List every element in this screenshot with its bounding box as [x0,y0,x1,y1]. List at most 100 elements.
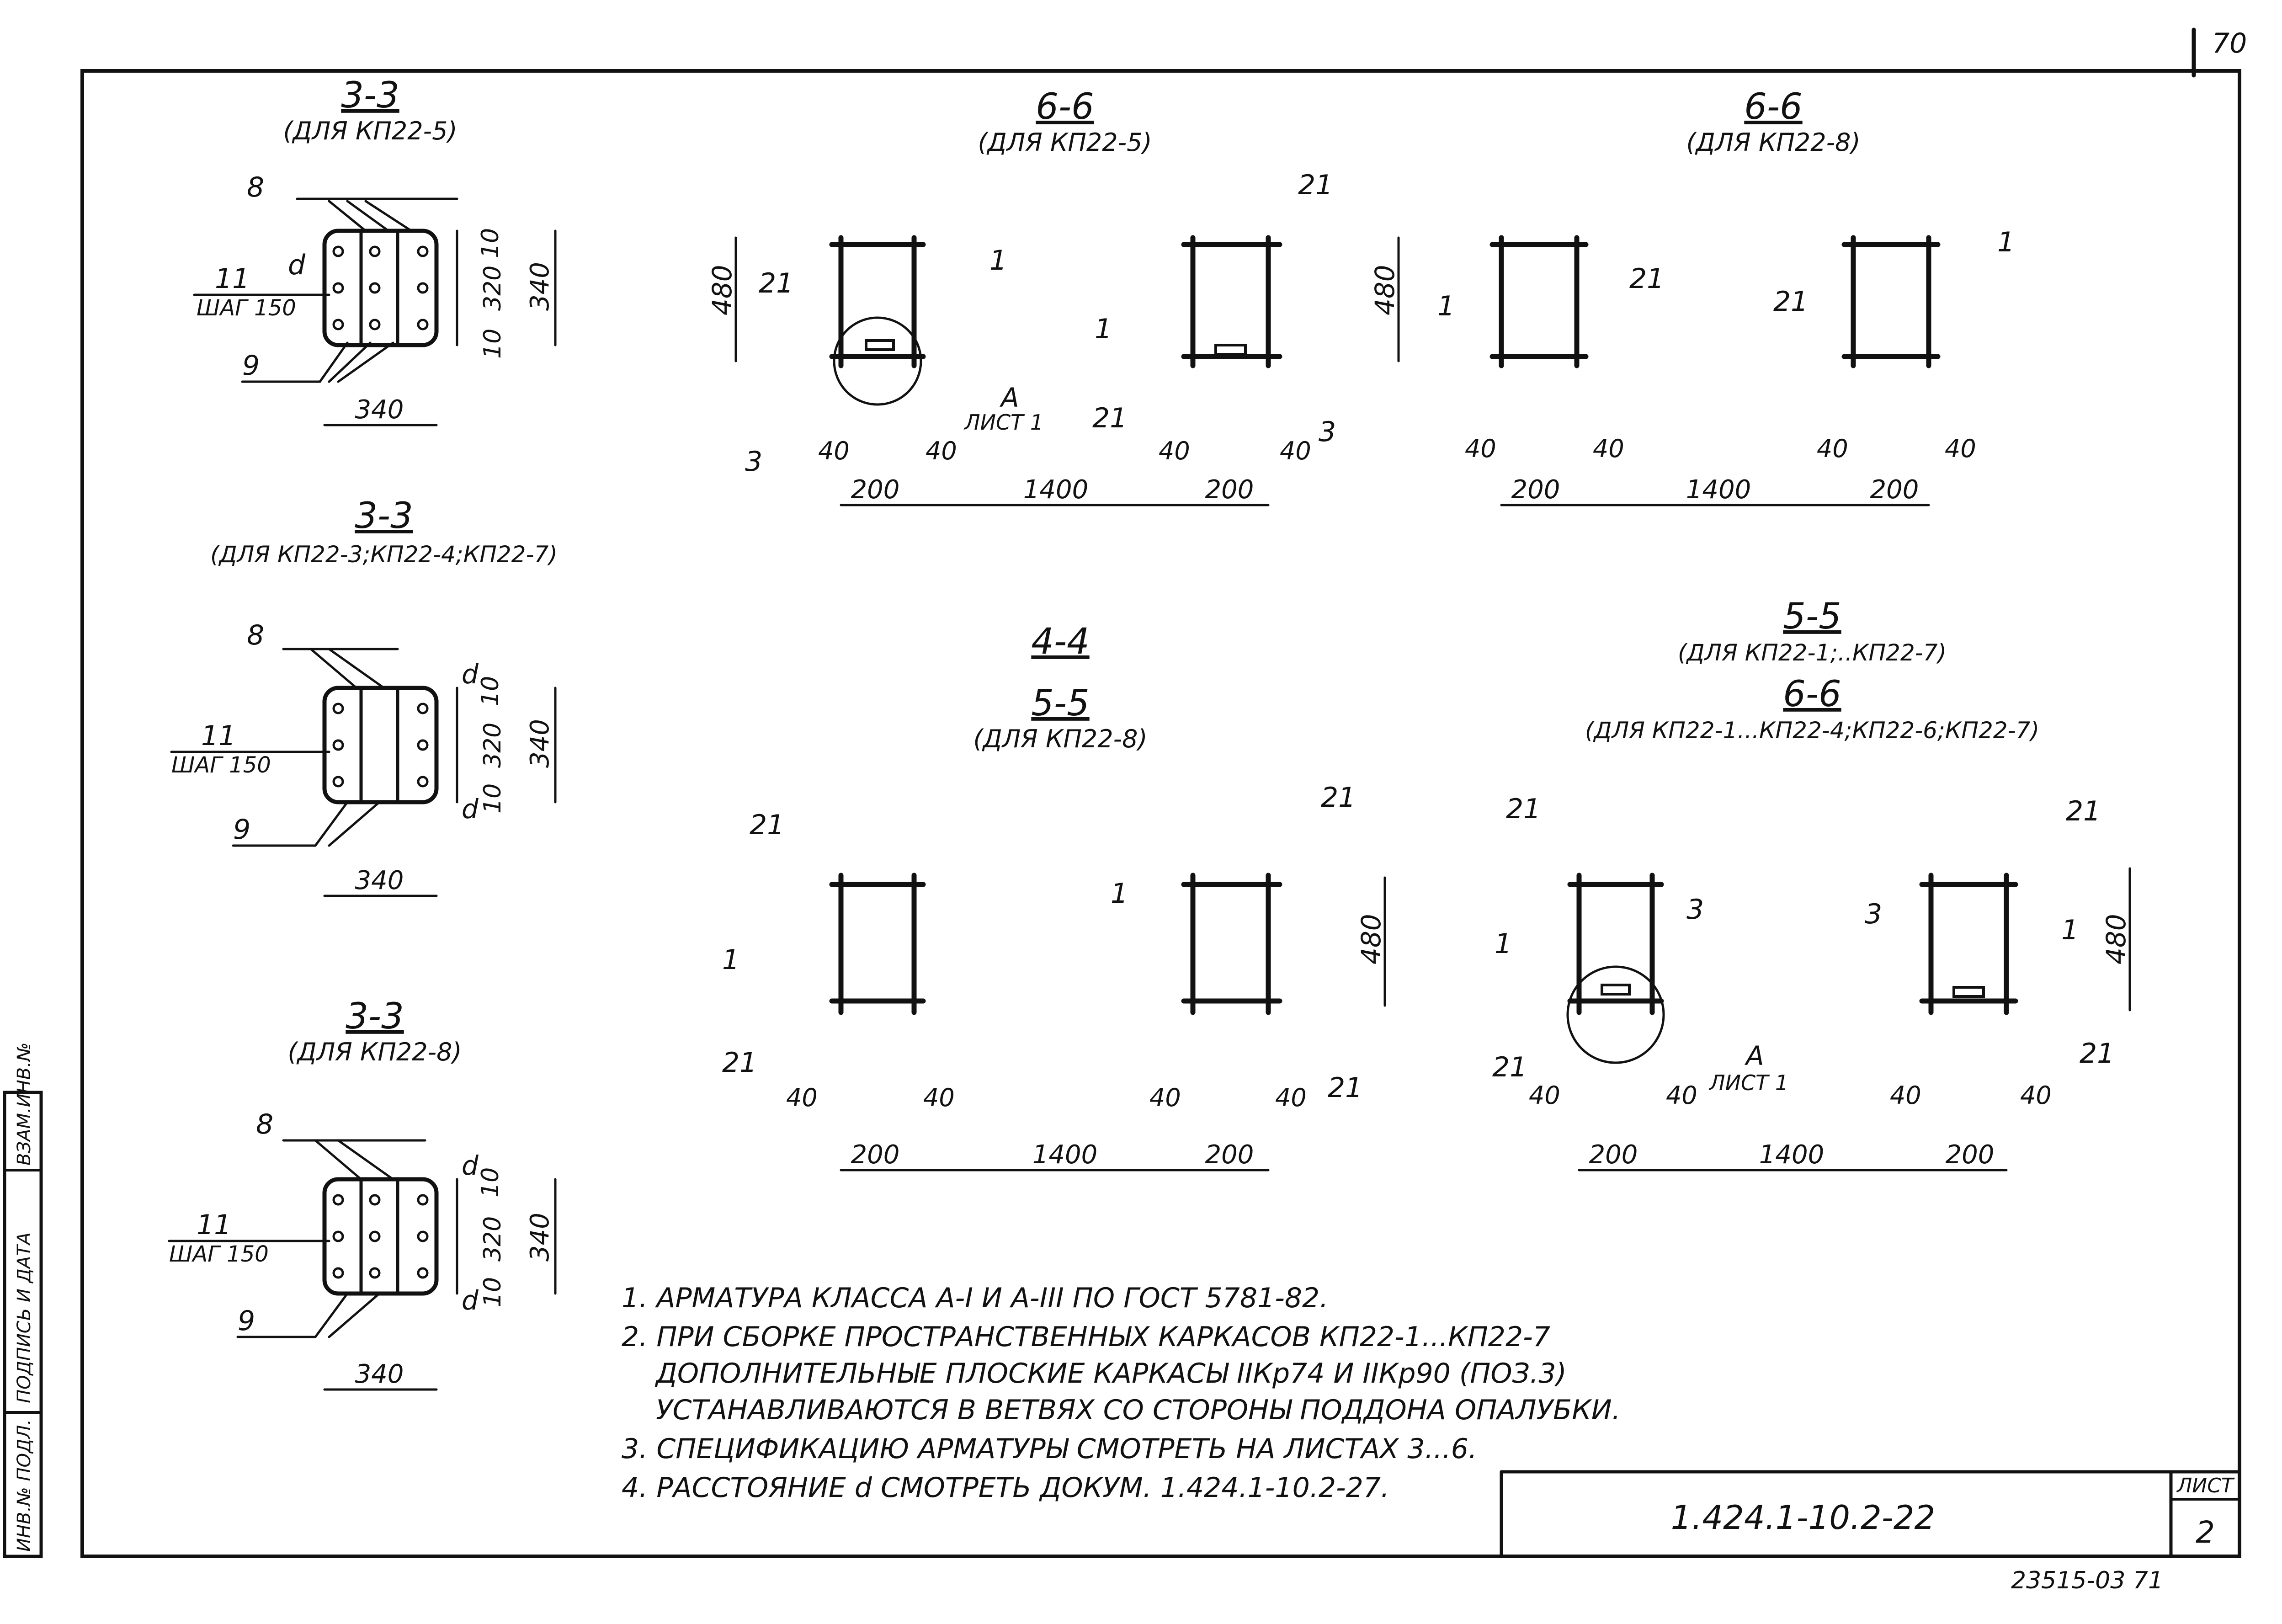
note-2: 2. ПРИ СБОРКЕ ПРОСТРАНСТВЕННЫХ КАРКАСОВ … [622,1321,1550,1353]
callout-11: 11 [201,720,236,752]
dim-320: 320 [479,1216,506,1262]
section-6-6-kp22-8: 6-6 (ДЛЯ КП22-8) 480 200 1400 200 40 40 … [1369,86,2015,506]
dim-40: 40 [818,437,850,465]
dim-200: 200 [1870,475,1919,505]
callout-9: 9 [238,1305,255,1337]
step-label: ШАГ 150 [169,1241,269,1267]
callout-21: 21 [759,267,793,299]
dim-40: 40 [2020,1081,2052,1110]
side-stamp: ИНВ.№ ПОДЛ. ПОДПИСЬ И ДАТА ВЗАМ.ИНВ.№ [3,1043,43,1558]
callout-21: 21 [1092,402,1127,434]
callout-1: 1 [1111,878,1128,910]
bottom-code: 23515-03 71 [2011,1567,2163,1594]
callout-8: 8 [247,171,264,203]
dim-40: 40 [1275,1083,1307,1112]
distance-d: d [462,1150,479,1181]
callout-21: 21 [1492,1051,1527,1083]
distance-d: d [288,249,306,281]
dim-10: 10 [479,1277,506,1307]
sheet-frame [80,69,2241,1558]
dim-200: 200 [851,475,900,505]
note-2-cont-2: УСТАНАВЛИВАЮТСЯ В ВЕТВЯХ СО СТОРОНЫ ПОДД… [656,1394,1621,1426]
dim-320: 320 [479,723,506,768]
dim-40: 40 [1149,1083,1181,1112]
callout-a: А [999,382,1019,413]
callout-21: 21 [1629,263,1664,295]
distance-d: d [462,1285,479,1316]
callout-1: 1 [1437,290,1455,322]
dim-10: 10 [477,228,504,258]
section-3-3-kp22-8: 3-3 (ДЛЯ КП22-8) 8 11 ШАГ 150 9 340 10 3… [168,996,557,1391]
dim-200: 200 [1205,475,1254,505]
dim-40: 40 [1890,1081,1921,1110]
stamp-replaced-inv: ВЗАМ.ИНВ.№ [14,1043,35,1166]
dim-340: 340 [525,719,555,768]
dim-40: 40 [926,437,957,465]
dim-40: 40 [1817,434,1848,463]
dim-480: 480 [1369,265,1400,315]
callout-21: 21 [1321,782,1356,814]
dim-10: 10 [479,329,506,359]
callout-1: 1 [1997,226,2015,258]
section-subtitle: (ДЛЯ КП22-5) [978,128,1152,157]
dim-200: 200 [1205,1140,1254,1170]
callout-sheet: ЛИСТ 1 [1708,1070,1788,1095]
callout-1: 1 [1095,313,1112,345]
dim-40: 40 [1945,434,1976,463]
section-title: 3-3 [346,996,404,1037]
callout-21: 21 [1506,793,1541,825]
section-title: 3-3 [355,495,413,537]
sheet-label: ЛИСТ [2176,1474,2235,1497]
dim-340: 340 [355,1359,404,1389]
callout-21: 21 [750,809,784,841]
dim-40: 40 [786,1083,818,1112]
section-6-6-kp22-5: 6-6 (ДЛЯ КП22-5) 480 200 1400 200 40 40 … [707,86,1336,506]
step-label: ШАГ 150 [197,295,296,321]
callout-1: 1 [1495,928,1512,960]
sheet-number: 2 [2196,1515,2215,1550]
dim-40: 40 [1666,1081,1697,1110]
callout-21: 21 [1298,169,1333,201]
dim-1400: 1400 [1023,475,1089,505]
side-stamp-box [3,1091,43,1558]
dim-480: 480 [707,265,738,315]
dim-480: 480 [1356,914,1387,964]
detail-circle-a [1566,965,1665,1064]
note-2-cont-1: ДОПОЛНИТЕЛЬНЫЕ ПЛОСКИЕ КАРКАСЫ IIКр74 И … [654,1358,1567,1390]
section-title: 6-6 [1036,86,1094,128]
callout-21: 21 [2080,1038,2114,1070]
section-title: 5-5 [1783,596,1841,637]
section-subtitle: (ДЛЯ КП22-3;КП22-4;КП22-7) [210,541,558,568]
notes-block: 1. АРМАТУРА КЛАССА А-I И А-III ПО ГОСТ 5… [622,1282,1621,1504]
dim-340: 340 [355,866,404,895]
section-5-5-6-6-kp22-1-7: 5-5 (ДЛЯ КП22-1;..КП22-7) 6-6 (ДЛЯ КП22-… [1492,596,2132,1171]
section-subtitle: (ДЛЯ КП22-8) [287,1038,462,1066]
section-subtitle: (ДЛЯ КП22-8) [973,724,1147,753]
callout-3: 3 [1686,894,1704,926]
callout-11: 11 [197,1209,231,1241]
stamp-inv-no: ИНВ.№ ПОДЛ. [14,1419,35,1552]
dim-480: 480 [2101,914,2132,964]
document-code: 1.424.1-10.2-22 [1671,1498,1936,1537]
section-3-3-kp22-5: 3-3 (ДЛЯ КП22-5) 8 11 ШАГ 150 9 340 10 3… [193,75,557,426]
dim-200: 200 [1511,475,1560,505]
page-number: 70 [2212,27,2247,59]
detail-circle-a [833,316,922,406]
callout-21: 21 [722,1047,757,1079]
section-title: 4-4 [1031,621,1089,662]
callout-3: 3 [745,446,762,478]
dim-340: 340 [525,262,555,311]
dim-10: 10 [477,1167,504,1198]
section-title-2: 6-6 [1783,674,1841,715]
dim-40: 40 [1593,434,1624,463]
callout-3: 3 [1865,898,1882,930]
callout-1: 1 [2061,914,2079,946]
dim-340: 340 [355,395,404,425]
dim-40: 40 [1280,437,1311,465]
callout-21: 21 [1773,286,1808,318]
note-4: 4. РАССТОЯНИЕ d СМОТРЕТЬ ДОКУМ. 1.424.1-… [622,1472,1389,1504]
callout-9: 9 [233,814,250,846]
dim-1400: 1400 [1032,1140,1098,1170]
section-subtitle: (ДЛЯ КП22-8) [1686,128,1860,157]
dim-200: 200 [851,1140,900,1170]
